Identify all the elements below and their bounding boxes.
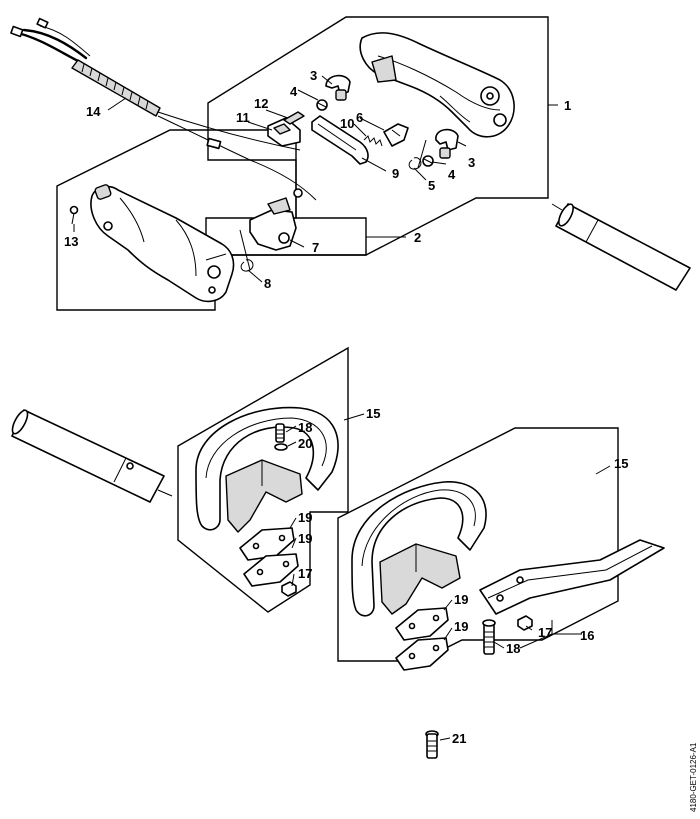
nut-17-right-icon <box>517 615 533 631</box>
loop-handle-right-panel <box>337 427 619 662</box>
nut-17-left-icon <box>281 581 297 597</box>
callout-3-lower: 3 <box>468 155 475 170</box>
callout-19-right-b: 19 <box>454 619 468 634</box>
clamp-lower-icon <box>435 128 459 159</box>
loop-handle-left-icon <box>195 406 339 533</box>
callout-19-right-a: 19 <box>454 592 468 607</box>
callout-13: 13 <box>64 234 78 249</box>
callout-3-upper: 3 <box>310 68 317 83</box>
callout-21: 21 <box>452 731 466 746</box>
clamp-plate-19d-icon <box>395 637 449 671</box>
throttle-cable-icon <box>10 17 317 201</box>
drawing-code: 4180-GET-0126-A1 <box>689 742 698 812</box>
callout-14: 14 <box>86 104 101 119</box>
callout-15-right: 15 <box>614 456 628 471</box>
loop-handle-left-panel <box>177 346 349 613</box>
clamp-plate-19a-icon <box>239 527 295 561</box>
callout-17-right: 17 <box>538 625 552 640</box>
screw-18-left-icon <box>275 423 285 443</box>
callout-4-upper: 4 <box>290 84 298 99</box>
callout-5: 5 <box>428 178 435 193</box>
callout-10: 10 <box>340 116 354 131</box>
callout-2: 2 <box>414 230 421 245</box>
screw-18-right-icon <box>482 619 496 655</box>
callout-11: 11 <box>236 110 250 125</box>
throttle-trigger-icon <box>311 115 369 165</box>
drive-tube-upper-icon <box>551 203 691 291</box>
callout-19-left-b: 19 <box>298 531 312 546</box>
screw-21-icon <box>425 730 439 759</box>
clamp-plate-19b-icon <box>243 553 299 587</box>
handle-bar-icon <box>479 539 665 615</box>
leg-spring-icon <box>239 229 254 272</box>
interlock-lever-icon <box>267 117 301 147</box>
loop-handle-right-icon <box>351 481 487 617</box>
callout-7: 7 <box>312 240 319 255</box>
callout-18-right: 18 <box>506 641 520 656</box>
screw-13-icon <box>69 205 79 225</box>
spring-pin-icon <box>283 111 305 125</box>
screw-upper-icon <box>316 99 328 111</box>
torsion-spring-icon <box>408 139 427 170</box>
callout-12: 12 <box>254 96 268 111</box>
clamp-plate-19c-icon <box>395 607 449 641</box>
screw-lower-icon <box>422 155 434 167</box>
callout-15-left: 15 <box>366 406 380 421</box>
clamp-upper-icon <box>325 74 351 101</box>
callout-1: 1 <box>564 98 571 113</box>
control-handle-housing-icon <box>359 32 515 138</box>
compression-spring-icon <box>363 135 383 147</box>
callout-16: 16 <box>580 628 594 643</box>
slide-switch-icon <box>383 123 409 147</box>
callout-20: 20 <box>298 436 312 451</box>
drive-tube-lower-icon <box>11 409 173 503</box>
leader-lines <box>73 75 611 741</box>
grip-housing-icon <box>90 184 235 303</box>
washer-20-icon <box>274 443 288 451</box>
callout-9: 9 <box>392 166 399 181</box>
callout-19-left-a: 19 <box>298 510 312 525</box>
stop-switch-lever-icon <box>249 197 297 251</box>
callout-18-left: 18 <box>298 420 312 435</box>
callout-6: 6 <box>356 110 363 125</box>
callout-4-lower: 4 <box>448 167 456 182</box>
callout-8: 8 <box>264 276 271 291</box>
callout-17-left: 17 <box>298 566 312 581</box>
